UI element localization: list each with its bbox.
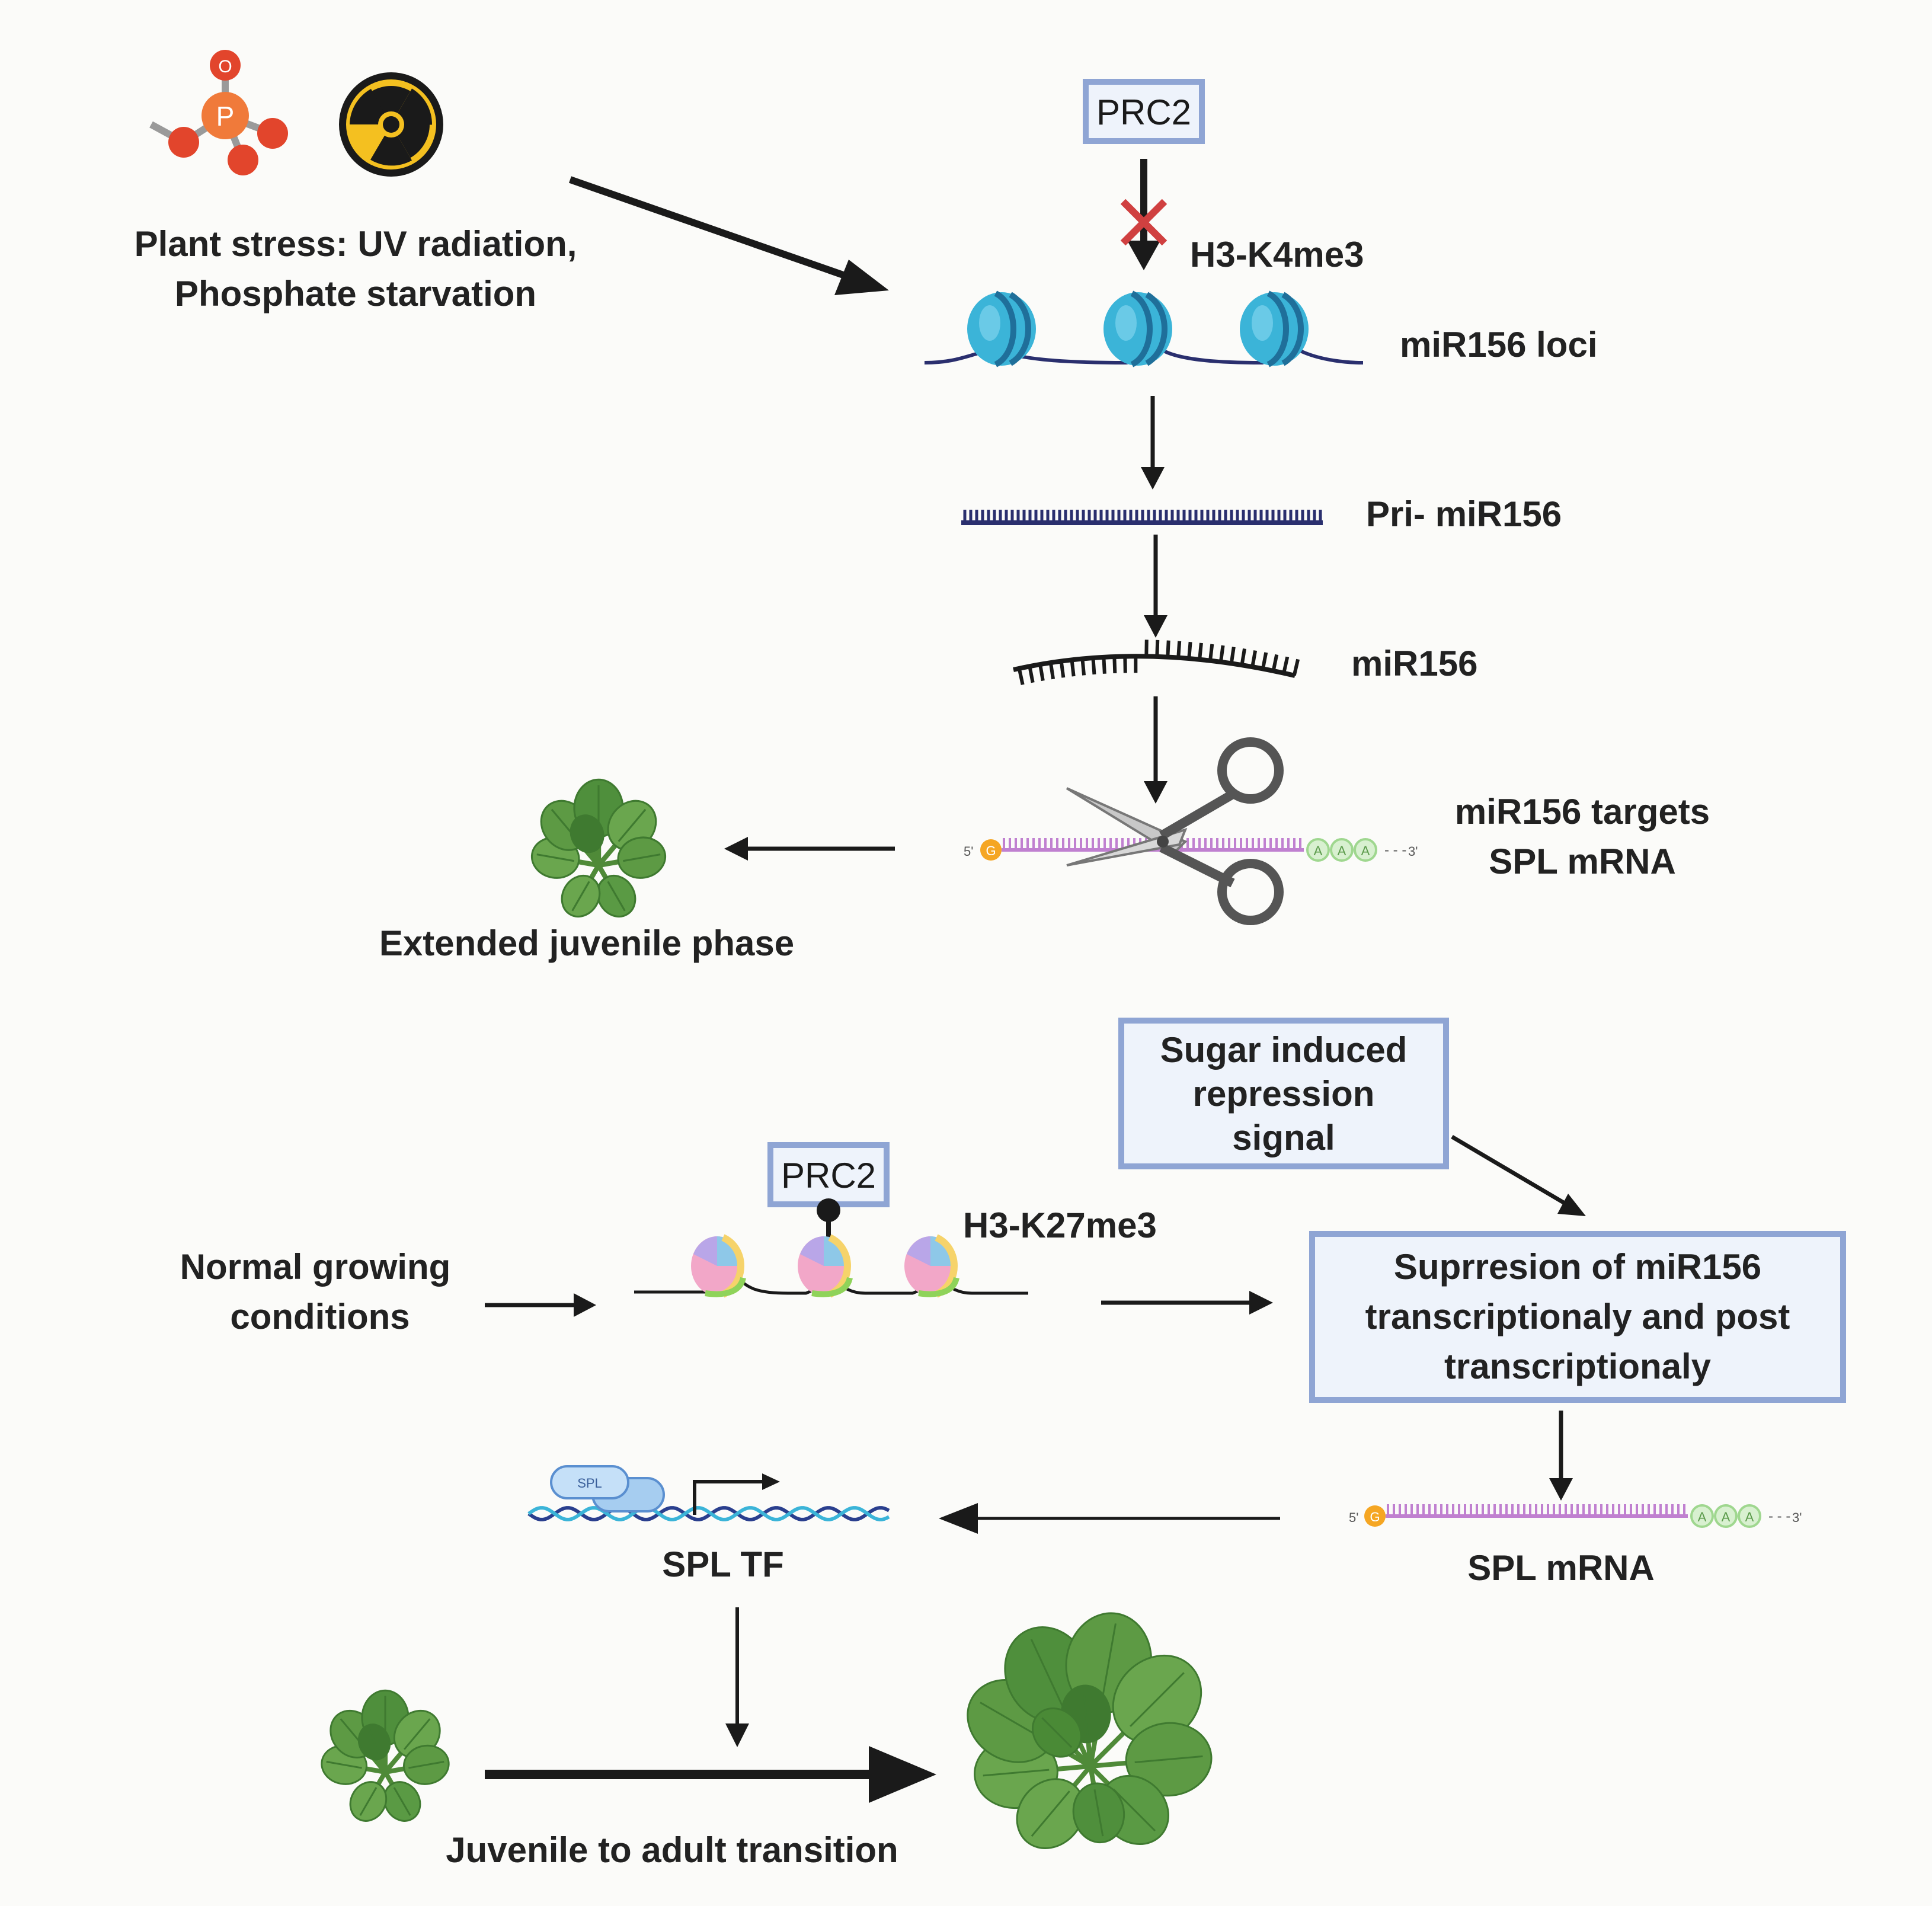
suppression-label-line1: Suprresion of miR156	[1394, 1247, 1761, 1287]
nucleosome-icon	[1103, 292, 1172, 366]
loci-label: miR156 loci	[1400, 325, 1598, 364]
spl-mrna-label: SPL mRNA	[1467, 1548, 1655, 1588]
svg-text:- - -: - - -	[1384, 842, 1406, 858]
sugar-label-line3: signal	[1232, 1118, 1335, 1157]
histone-nucleosome-icon	[798, 1236, 850, 1296]
prc2-top-label: PRC2	[1096, 92, 1191, 132]
poly-a-label: A	[1722, 1510, 1731, 1524]
mir156-loci-chromatin	[925, 292, 1363, 366]
stress-label-line1: Plant stress: UV radiation,	[135, 224, 577, 264]
poly-a-label: A	[1314, 843, 1323, 858]
sugar-label-line2: repression	[1193, 1074, 1375, 1114]
juvenile-adult-label: Juvenile to adult transition	[446, 1830, 898, 1870]
poly-a-tail: A A A	[1307, 839, 1376, 861]
mrna-3-prime: 3'	[1792, 1510, 1802, 1525]
mrna-5-prime: 5'	[1349, 1510, 1358, 1525]
phosphate-p-label: P	[216, 101, 235, 132]
poly-a-tail: A A A	[1691, 1505, 1760, 1527]
histone-nucleosome-icon	[904, 1236, 957, 1296]
stress-label-line2: Phosphate starvation	[175, 274, 536, 314]
mrna-cap-label: G	[1370, 1510, 1380, 1524]
normal-label-line2: conditions	[230, 1297, 410, 1336]
pri-label: Pri- miR156	[1366, 494, 1562, 534]
phosphate-o-label: O	[218, 57, 232, 76]
mir156-label: miR156	[1351, 644, 1477, 683]
poly-a-label: A	[1745, 1510, 1754, 1524]
targets-label-line1: miR156 targets	[1455, 792, 1710, 832]
sugar-label-line1: Sugar induced	[1160, 1030, 1408, 1070]
nucleosome-icon	[967, 292, 1036, 366]
normal-label-line1: Normal growing	[180, 1247, 451, 1287]
spl-tf-label: SPL TF	[662, 1545, 784, 1584]
mrna-3-prime: 3'	[1408, 844, 1418, 859]
prc2-bottom-label: PRC2	[781, 1156, 876, 1195]
suppression-label-line3: transcriptionaly	[1444, 1347, 1712, 1386]
poly-a-label: A	[1698, 1510, 1707, 1524]
histone-nucleosome-icon	[691, 1236, 743, 1296]
suppression-label-line2: transcriptionaly and post	[1365, 1297, 1790, 1336]
spl-protein-label: SPL	[577, 1476, 602, 1491]
mrna-5-prime: 5'	[964, 844, 973, 859]
extended-label: Extended juvenile phase	[379, 923, 794, 963]
h3k4-label: H3-K4me3	[1190, 235, 1364, 274]
h3k27-label: H3-K27me3	[963, 1205, 1157, 1245]
nucleosome-icon	[1240, 292, 1309, 366]
mrna-cap-label: G	[986, 843, 996, 858]
poly-a-label: A	[1361, 843, 1370, 858]
svg-text:- - -: - - -	[1768, 1508, 1790, 1524]
targets-label-line2: SPL mRNA	[1489, 842, 1676, 881]
poly-a-label: A	[1338, 843, 1346, 858]
